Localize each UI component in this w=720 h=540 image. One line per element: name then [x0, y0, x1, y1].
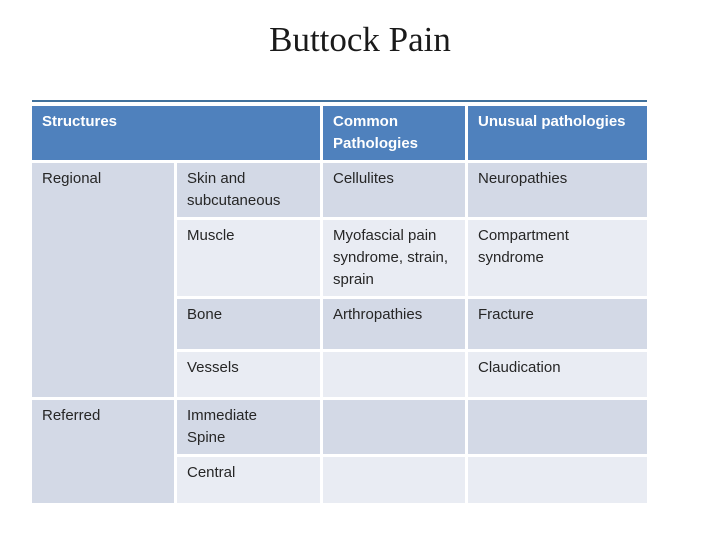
buttock-pain-table: Structures Common Pathologies Unusual pa… — [29, 103, 650, 506]
cell-common-pathology-empty — [323, 457, 465, 503]
cell-structure: Bone — [177, 299, 320, 349]
header-common-pathologies: Common Pathologies — [323, 106, 465, 160]
table-row: Central — [32, 457, 647, 503]
group-label-referred: Referred — [32, 400, 174, 503]
table-header-row: Structures Common Pathologies Unusual pa… — [32, 106, 647, 160]
table-row: Bone Arthropathies Fracture — [32, 299, 647, 349]
cell-common-pathology: Cellulites — [323, 163, 465, 217]
cell-unusual-pathology: Fracture — [468, 299, 647, 349]
table-row: Referred Immediate Spine — [32, 400, 647, 503]
cell-unusual-pathology-empty — [468, 400, 647, 454]
cell-common-pathology: Myofascial pain syndrome, strain, sprain — [323, 220, 465, 296]
cell-structure: Muscle — [177, 220, 320, 296]
table-row: Regional Skin and subcutaneous Cellulite… — [32, 163, 647, 397]
table-top-border — [32, 100, 647, 102]
table-row: Muscle Myofascial pain syndrome, strain,… — [32, 220, 647, 296]
cell-common-pathology-empty — [323, 352, 465, 397]
cell-structure: Skin and subcutaneous — [177, 163, 320, 217]
header-structures: Structures — [32, 106, 320, 160]
header-unusual-pathologies: Unusual pathologies — [468, 106, 647, 160]
cell-unusual-pathology: Neuropathies — [468, 163, 647, 217]
cell-structure: Vessels — [177, 352, 320, 397]
cell-unusual-pathology-empty — [468, 457, 647, 503]
slide-title: Buttock Pain — [269, 20, 451, 59]
cell-common-pathology: Arthropathies — [323, 299, 465, 349]
cell-structure: Immediate Spine — [177, 400, 320, 454]
group-label-regional: Regional — [32, 163, 174, 397]
table-row: Vessels Claudication — [32, 352, 647, 397]
cell-unusual-pathology: Claudication — [468, 352, 647, 397]
cell-text: Compartment syndrome — [478, 227, 569, 266]
cell-unusual-pathology: Compartment syndrome — [468, 220, 647, 296]
cell-structure: Central — [177, 457, 320, 503]
cell-common-pathology-empty — [323, 400, 465, 454]
cell-text: Immediate Spine — [187, 407, 258, 446]
